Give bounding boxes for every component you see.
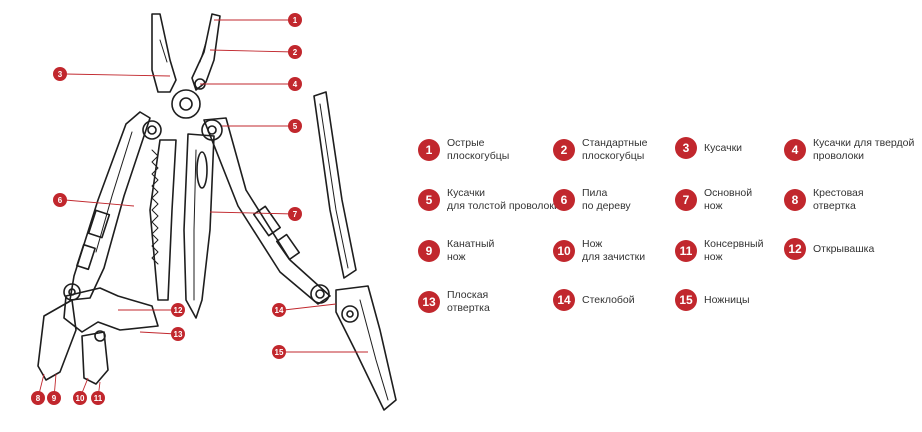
legend-badge: 9 [418,240,440,262]
multitool-illustration [37,13,397,411]
svg-text:15: 15 [275,348,284,357]
callout-8: 8 [31,391,45,405]
legend-badge: 14 [553,289,575,311]
callout-4: 4 [288,77,302,91]
leader-2 [209,49,296,53]
svg-text:8: 8 [36,394,41,403]
callout-2: 2 [288,45,302,59]
legend-badge: 10 [553,240,575,262]
svg-text:1: 1 [293,16,298,25]
callout-6: 6 [53,193,67,207]
svg-text:12: 12 [174,306,183,315]
legend-badge: 1 [418,139,440,161]
svg-text:4: 4 [293,80,298,89]
leader-14 [283,303,337,311]
file-blade [313,91,357,279]
svg-text:2: 2 [293,48,298,57]
callout-11: 11 [91,391,105,405]
legend-label: Кусачки [704,141,743,154]
svg-text:10: 10 [76,394,85,403]
svg-text:6: 6 [58,196,63,205]
legend-badge: 2 [553,139,575,161]
pliers-pivot [171,89,201,119]
svg-text:13: 13 [174,330,183,339]
legend-label: Открывашка [813,242,875,255]
callout-13: 13 [171,327,185,341]
legend-badge: 15 [675,289,697,311]
svg-text:9: 9 [52,394,57,403]
leader-lines [37,19,368,399]
callouts: 1 2 3 4 5 6 7 8 9 10 11 12 13 14 15 [31,13,302,405]
legend-badge: 11 [675,240,697,262]
callout-15: 15 [272,345,286,359]
callout-12: 12 [171,303,185,317]
svg-text:3: 3 [58,70,63,79]
legend-item-14: 14 Стеклобой [553,289,635,311]
legend-badge: 7 [675,189,697,211]
legend-badge: 4 [784,139,806,161]
plier-jaw-left [151,13,177,93]
svg-text:5: 5 [293,122,298,131]
callout-14: 14 [272,303,286,317]
legend-badge: 12 [784,238,806,260]
legend-item-12: 12 Открывашка [784,238,874,260]
callout-10: 10 [73,391,87,405]
leader-7 [209,211,296,215]
legend-badge: 8 [784,189,806,211]
legend-item-3: 3 Кусачки [675,137,742,159]
legend-badge: 13 [418,291,440,313]
leader-13 [139,331,177,335]
svg-text:14: 14 [275,306,284,315]
main-knife [183,133,215,319]
legend-badge: 5 [418,189,440,211]
callout-3: 3 [53,67,67,81]
leader-3 [64,73,171,77]
plier-jaw-right [191,13,221,91]
legend-badge: 6 [553,189,575,211]
legend-label: Стеклобой [582,293,635,306]
legend-label: Ножницы [704,293,750,306]
callout-5: 5 [288,119,302,133]
callout-9: 9 [47,391,61,405]
scissors [335,285,397,411]
svg-text:7: 7 [293,210,298,219]
legend-badge: 3 [675,137,697,159]
right-handle [203,117,331,305]
callout-1: 1 [288,13,302,27]
wood-saw [149,139,177,301]
legend-item-15: 15 Ножницы [675,289,750,311]
small-tools [63,287,159,333]
leader-6 [64,199,135,207]
left-handle [69,111,151,301]
callout-7: 7 [288,207,302,221]
svg-text:11: 11 [94,394,103,403]
